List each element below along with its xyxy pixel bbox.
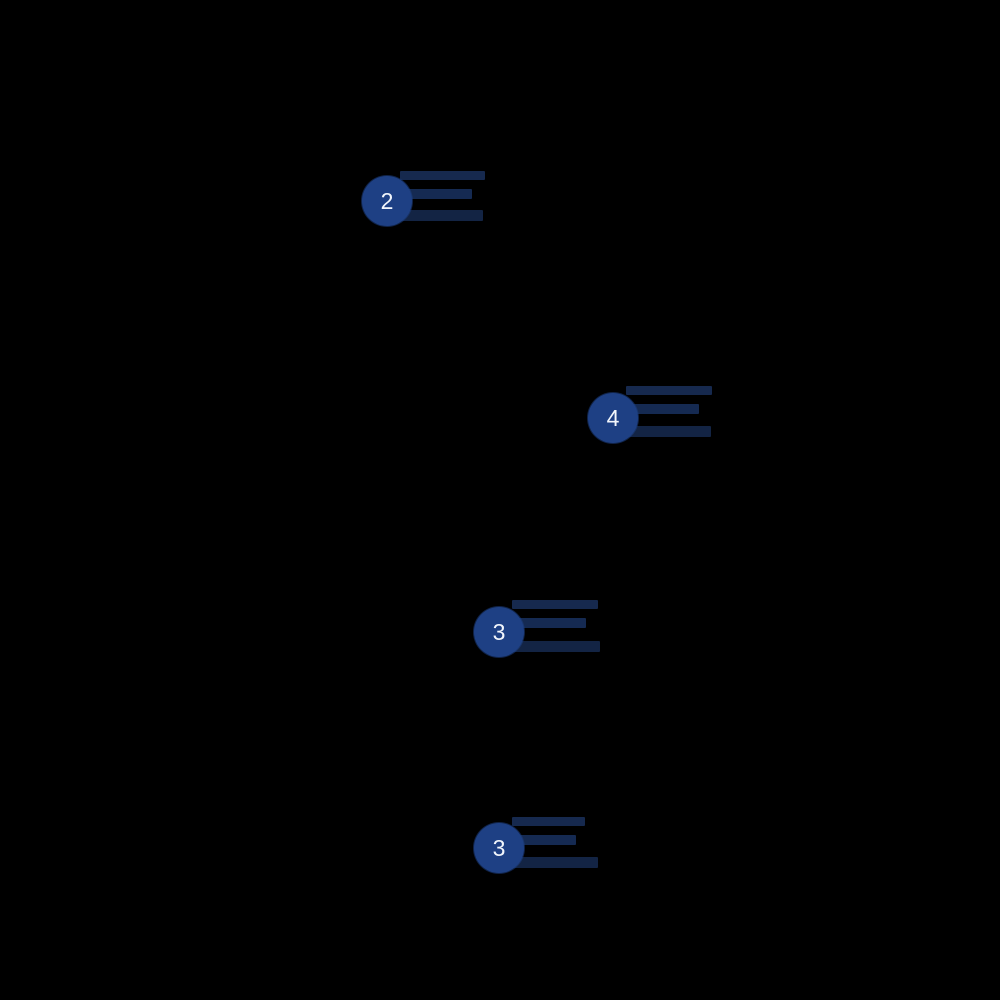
- cluster-count-label: 3: [492, 834, 506, 861]
- cluster-label-placeholder-bar: [512, 817, 585, 826]
- cluster-label-placeholder-bar: [400, 189, 472, 199]
- cluster-count-badge[interactable]: 3: [474, 607, 524, 657]
- cluster-count-label: 4: [606, 404, 620, 431]
- cluster-label-placeholder-bar: [400, 210, 483, 221]
- cluster-label-placeholder-bar: [626, 426, 711, 437]
- cluster-label-placeholder-bar: [512, 835, 576, 845]
- cluster-label-placeholder-bar: [512, 857, 598, 868]
- cluster-count-label: 2: [380, 187, 394, 214]
- cluster-count-badge[interactable]: 2: [362, 176, 412, 226]
- cluster-label-placeholder-bar: [512, 600, 598, 609]
- cluster-label-placeholder-bar: [626, 386, 712, 395]
- cluster-count-badge[interactable]: 4: [588, 393, 638, 443]
- cluster-count-label: 3: [492, 618, 506, 645]
- cluster-label-placeholder-bar: [626, 404, 699, 414]
- cluster-label-placeholder-bar: [400, 171, 485, 180]
- cluster-count-badge[interactable]: 3: [474, 823, 524, 873]
- cluster-label-placeholder-bar: [512, 641, 600, 652]
- cluster-label-placeholder-bar: [512, 618, 586, 628]
